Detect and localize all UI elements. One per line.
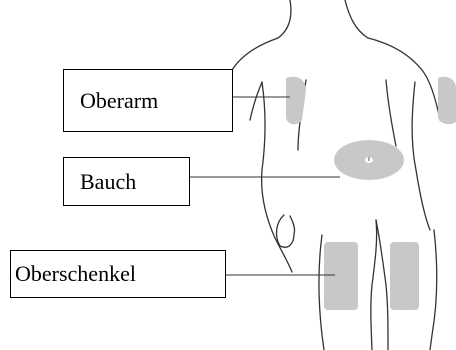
right-chest-line (386, 80, 396, 146)
neck-right-outline (345, 0, 368, 38)
thigh-area-left (324, 242, 358, 310)
right-arm-outline (368, 38, 440, 120)
upper-arm-area-left (286, 77, 306, 125)
upper-arm-area-right (438, 77, 456, 124)
upper-arm-label: Oberarm (80, 90, 158, 112)
abdomen-label: Bauch (80, 171, 136, 193)
left-hip-outline (275, 238, 292, 272)
upper-arm-label-box: Oberarm (63, 69, 233, 132)
left-leg-inner-outline (371, 220, 377, 350)
right-leg-outer-outline (430, 230, 437, 350)
thigh-label: Oberschenkel (15, 263, 136, 285)
left-leg-outer-outline (319, 235, 324, 350)
thigh-label-box: Oberschenkel (10, 250, 226, 298)
left-arm-inner-outline (250, 82, 262, 120)
abdomen-label-box: Bauch (63, 157, 190, 206)
thigh-area-right (390, 242, 419, 310)
right-leg-inner-outline (376, 220, 388, 350)
neck-left-outline (278, 0, 291, 38)
left-hand-outline (277, 215, 295, 247)
left-torso-outline (262, 82, 275, 238)
right-torso-outline (412, 82, 430, 230)
